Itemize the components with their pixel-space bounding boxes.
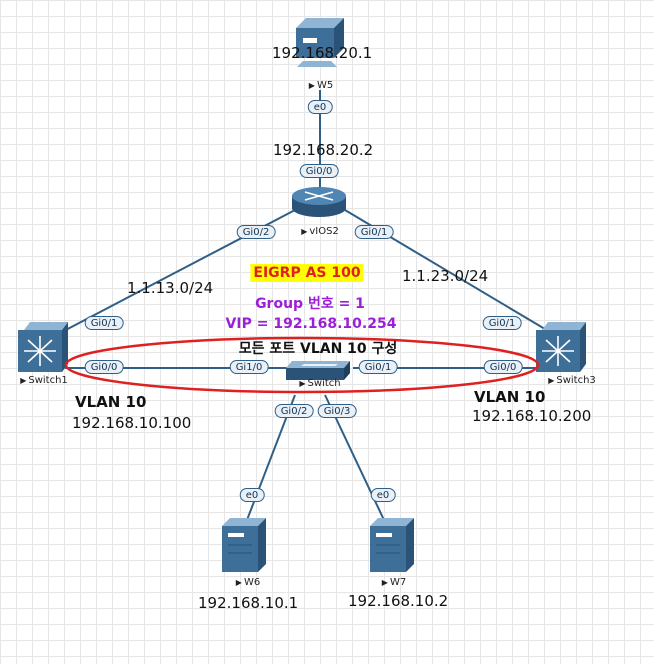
switch1-ip: 192.168.10.100 — [72, 414, 192, 432]
switch-port-gi03[interactable]: Gi0/3 — [317, 404, 357, 418]
group-note: Group 번호 = 1 — [255, 296, 365, 312]
switch1-port-gi01[interactable]: Gi0/1 — [84, 316, 124, 330]
switch3-name[interactable]: ▶Switch3 — [548, 375, 596, 386]
left-subnet: 1.1.13.0/24 — [127, 279, 214, 297]
server-w6-icon[interactable] — [222, 518, 266, 572]
w5-port-e0[interactable]: e0 — [307, 100, 333, 114]
eigrp-note: EIGRP AS 100 — [250, 264, 364, 282]
vios2-port-gi02[interactable]: Gi0/2 — [236, 225, 276, 239]
router-vios2-icon[interactable] — [292, 187, 346, 217]
vios2-ip: 192.168.20.2 — [273, 141, 374, 159]
play-icon: ▶ — [299, 379, 306, 388]
switch-name[interactable]: ▶Switch — [299, 378, 341, 389]
w6-ip: 192.168.10.1 — [198, 594, 299, 612]
switch-port-gi02[interactable]: Gi0/2 — [274, 404, 314, 418]
switch1-vlan: VLAN 10 — [75, 393, 147, 411]
vlan-all-note: 모든 포트 VLAN 10 구성 — [238, 341, 398, 357]
play-icon: ▶ — [235, 578, 242, 587]
server-w5-icon[interactable] — [296, 18, 344, 67]
switch3-vlan: VLAN 10 — [474, 388, 546, 406]
w7-port-e0[interactable]: e0 — [370, 488, 396, 502]
vip-note: VIP = 192.168.10.254 — [225, 316, 397, 332]
switch1-icon[interactable] — [18, 322, 68, 372]
switch-port-gi10[interactable]: Gi1/0 — [229, 360, 269, 374]
vlan-highlight-ellipse — [64, 336, 540, 394]
switch-center-icon[interactable] — [286, 361, 350, 380]
play-icon: ▶ — [308, 81, 315, 90]
switch1-port-gi00[interactable]: Gi0/0 — [84, 360, 124, 374]
switch1-name[interactable]: ▶Switch1 — [20, 375, 68, 386]
w5-ip: 192.168.20.1 — [272, 44, 373, 62]
vios2-port-gi01[interactable]: Gi0/1 — [354, 225, 394, 239]
switch3-port-gi01[interactable]: Gi0/1 — [482, 316, 522, 330]
w5-name[interactable]: ▶W5 — [308, 80, 334, 91]
play-icon: ▶ — [381, 578, 388, 587]
play-icon: ▶ — [301, 227, 308, 236]
play-icon: ▶ — [548, 376, 555, 385]
w7-ip: 192.168.10.2 — [348, 592, 449, 610]
vios2-name[interactable]: ▶vIOS2 — [301, 226, 339, 237]
w6-port-e0[interactable]: e0 — [239, 488, 265, 502]
server-w7-icon[interactable] — [370, 518, 414, 572]
switch3-icon[interactable] — [536, 322, 586, 372]
play-icon: ▶ — [20, 376, 27, 385]
switch-port-gi01[interactable]: Gi0/1 — [358, 360, 398, 374]
w7-name[interactable]: ▶W7 — [381, 577, 407, 588]
right-subnet: 1.1.23.0/24 — [402, 267, 489, 285]
w6-name[interactable]: ▶W6 — [235, 577, 261, 588]
vios2-port-gi00[interactable]: Gi0/0 — [299, 164, 339, 178]
switch3-port-gi00[interactable]: Gi0/0 — [483, 360, 523, 374]
switch3-ip: 192.168.10.200 — [472, 407, 592, 425]
